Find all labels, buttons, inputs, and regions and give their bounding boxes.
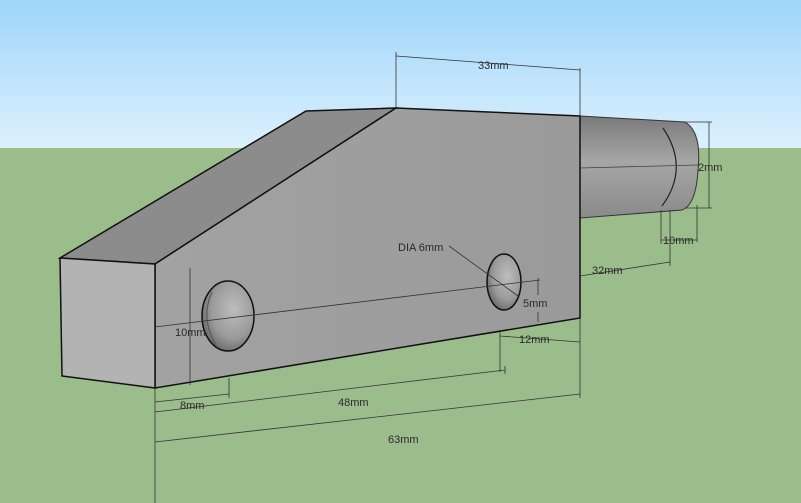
hole-right [486, 253, 522, 311]
dim-overall-length: 63mm [388, 434, 419, 446]
dim-pin-diameter: 2mm [698, 162, 722, 174]
pin [579, 115, 700, 219]
dimension-lines [154, 52, 712, 503]
dim-hole-edge-offset: 12mm [519, 334, 550, 346]
part-end-face [59, 257, 156, 389]
dim-top-length: 33mm [478, 60, 509, 72]
dim-hole-spacing: 48mm [338, 397, 369, 409]
dim-end-height: 10mm [175, 327, 206, 339]
dim-hole-height: 5mm [523, 298, 547, 310]
dim-first-hole-offset: 8mm [180, 400, 204, 412]
dim-hole-diameter: DIA 6mm [398, 242, 443, 254]
dim-pin-length: 10mm [663, 235, 694, 247]
hole-left [201, 280, 255, 352]
dim-pin-offset: 32mm [592, 265, 623, 277]
